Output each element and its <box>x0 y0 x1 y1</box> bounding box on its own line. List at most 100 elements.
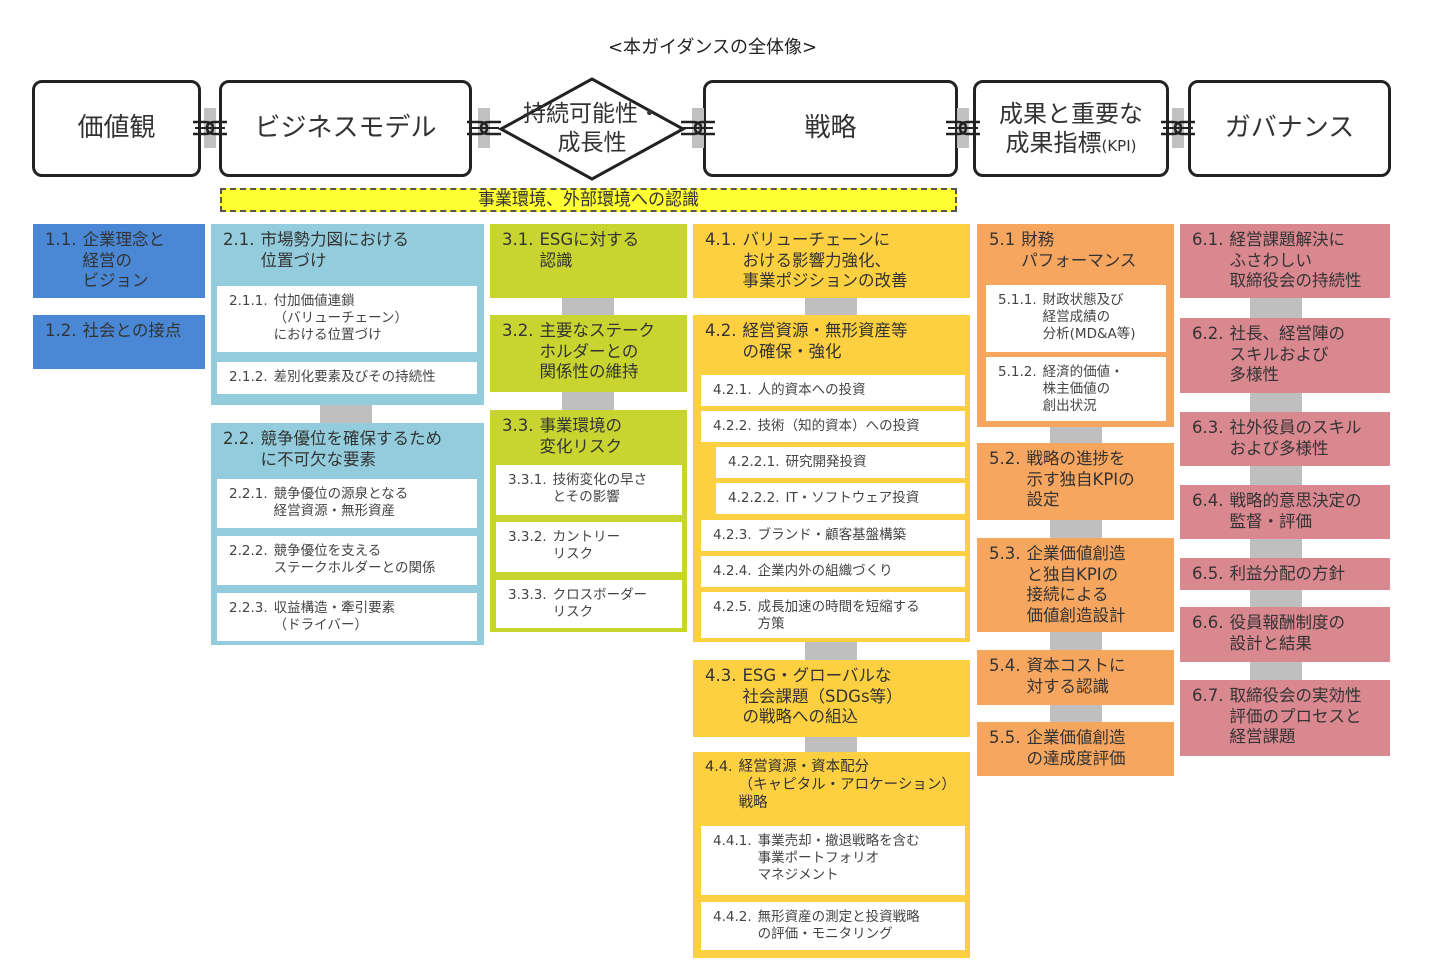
connector-bar <box>1050 632 1102 650</box>
connector-bar <box>805 642 857 660</box>
section-box-4-1: 4.1.バリューチェーンに おける影響力強化、 事業ポジションの改善 <box>693 224 970 298</box>
item-label: 経営資源・資本配分 （キャピタル・アロケーション） 戦略 <box>738 759 956 812</box>
subsection-box-5-1-1: 5.1.1.財政状態及び 経営成績の 分析(MD&A等) <box>986 285 1166 352</box>
header-business-model: ビジネスモデル <box>219 80 472 177</box>
subsection-box-3-3-1: 3.3.1. 技術変化の早さ とその影響 <box>496 465 682 515</box>
item-label: 企業理念と 経営の ビジョン <box>82 230 166 291</box>
section-box-6-1: 6.1.経営課題解決に ふさわしい 取締役会の持続性 <box>1180 224 1390 298</box>
header-strategy: 戦略 <box>703 80 958 177</box>
item-label: 企業内外の組織づくり <box>757 563 893 579</box>
section-box-6-2: 6.2.社長、経営陣の スキルおよび 多様性 <box>1180 318 1390 393</box>
subsection-box-2-1-1: 2.1.1.付加価値連鎖 （バリューチェーン） における位置づけ <box>217 286 477 352</box>
item-label: 戦略的意思決定の 監督・評価 <box>1229 491 1362 531</box>
item-label: 役員報酬制度の 設計と結果 <box>1229 613 1346 653</box>
section-box-5-5: 5.5. 企業価値創造 の達成度評価 <box>977 722 1174 776</box>
section-box-6-4: 6.4. 戦略的意思決定の 監督・評価 <box>1180 485 1390 539</box>
item-number: 1.2. <box>45 321 77 340</box>
subsection-box-4-2-2: 4.2.2.技術（知的資本）への投資 <box>701 411 965 442</box>
item-label: 人的資本への投資 <box>757 382 866 398</box>
item-number: 6.7. <box>1192 686 1224 705</box>
item-number: 4.2.2.2. <box>728 490 780 506</box>
item-number: 4.4.2. <box>713 909 752 925</box>
subsection-box-2-1-2: 2.1.2.差別化要素及びその持続性 <box>217 362 477 394</box>
connector-bar <box>562 392 614 410</box>
chain-link-icon <box>946 108 980 148</box>
item-label: 差別化要素及びその持続性 <box>273 369 436 385</box>
subsection-box-4-2-5: 4.2.5. 成長加速の時間を短縮する 方策 <box>701 592 965 638</box>
connector-bar <box>805 737 857 752</box>
item-number: 1.1. <box>45 230 77 249</box>
item-number: 3.3.2. <box>508 529 547 545</box>
section-box-3-2: 3.2.主要なステーク ホルダーとの 関係性の維持 <box>490 315 687 392</box>
section-box-6-6: 6.6.役員報酬制度の 設計と結果 <box>1180 607 1390 662</box>
item-label: ESG・グローバルな 社会課題（SDGs等） の戦略への組込 <box>742 666 903 727</box>
section-box-1-1: 1.1. 企業理念と 経営の ビジョン <box>33 224 205 298</box>
item-label: 成長加速の時間を短縮する 方策 <box>757 599 920 632</box>
header-sustainability: 持続可能性・成長性 <box>498 76 686 182</box>
item-label: 取締役会の実効性 評価のプロセスと 経営課題 <box>1229 686 1362 747</box>
subsection-box-3-3-3: 3.3.3.クロスボーダー リスク <box>496 580 682 628</box>
item-label: 研究開発投資 <box>785 454 867 470</box>
item-label: 無形資産の測定と投資戦略 の評価・モニタリング <box>757 909 920 942</box>
section-box-6-5: 6.5.利益分配の方針 <box>1180 558 1390 590</box>
connector-bar <box>1250 298 1302 318</box>
item-label: 経営資源・無形資産等 の確保・強化 <box>742 321 908 361</box>
subsection-box-3-3-2: 3.3.2.カントリー リスク <box>496 522 682 572</box>
item-number: 5.4. <box>989 656 1021 675</box>
chain-link-icon <box>193 108 227 148</box>
section-box-6-3: 6.3.社外役員のスキル および多様性 <box>1180 412 1390 466</box>
item-label: 経済的価値・ 株主価値の 創出状況 <box>1042 364 1124 414</box>
connector-bar <box>1250 539 1302 558</box>
item-label: 競争優位を確保するため に不可欠な要素 <box>260 429 443 469</box>
item-number: 6.4. <box>1192 491 1224 510</box>
connector-bar <box>562 298 614 315</box>
subsection-box-4-2-3: 4.2.3.ブランド・顧客基盤構築 <box>701 520 965 551</box>
item-number: 4.3. <box>705 666 737 685</box>
item-label: 事業売却・撤退戦略を含む 事業ポートフォリオ マネジメント <box>757 833 920 883</box>
connector-bar <box>1250 662 1302 680</box>
item-number: 5.5. <box>989 728 1021 747</box>
item-number: 3.2. <box>502 321 534 340</box>
connector-bar <box>320 405 372 423</box>
subsection-box-2-2-2: 2.2.2.競争優位を支える ステークホルダーとの関係 <box>217 536 477 585</box>
item-number: 5.1 <box>989 230 1016 249</box>
sustainability-line2: 成長性 <box>557 130 627 156</box>
item-number: 3.3. <box>502 416 534 435</box>
item-number: 2.2. <box>223 429 255 448</box>
sustainability-line1: 持続可能性・ <box>523 101 661 128</box>
item-label: 事業環境の 変化リスク <box>539 416 623 456</box>
item-number: 5.1.2. <box>998 364 1037 380</box>
item-number: 4.1. <box>705 230 737 249</box>
item-number: 6.5. <box>1192 564 1224 583</box>
header-governance: ガバナンス <box>1188 80 1391 177</box>
subsection-box-4-4-1: 4.4.1.事業売却・撤退戦略を含む 事業ポートフォリオ マネジメント <box>701 826 965 895</box>
item-number: 3.1. <box>502 230 534 249</box>
section-box-5-2: 5.2.戦略の進捗を 示す独自KPIの 設定 <box>977 443 1174 520</box>
item-label: 技術（知的資本）への投資 <box>757 418 920 434</box>
item-number: 6.3. <box>1192 418 1224 437</box>
item-number: 6.1. <box>1192 230 1224 249</box>
section-box-4-3: 4.3. ESG・グローバルな 社会課題（SDGs等） の戦略への組込 <box>693 660 970 737</box>
item-label: 競争優位を支える ステークホルダーとの関係 <box>273 543 436 576</box>
item-label: 技術変化の早さ とその影響 <box>552 472 648 505</box>
item-number: 4.2.4. <box>713 563 752 579</box>
connector-bar <box>1050 520 1102 538</box>
item-number: 3.3.1. <box>508 472 547 488</box>
subsection-box-4-2-1: 4.2.1.人的資本への投資 <box>701 375 965 406</box>
item-label: 市場勢力図における 位置づけ <box>260 230 410 270</box>
item-number: 4.2.2.1. <box>728 454 780 470</box>
item-label: 競争優位の源泉となる 経営資源・無形資産 <box>273 486 409 519</box>
item-number: 2.1. <box>223 230 255 249</box>
item-label: 戦略の進捗を 示す独自KPIの 設定 <box>1026 449 1135 510</box>
item-number: 6.2. <box>1192 324 1224 343</box>
connector-bar <box>1050 705 1102 722</box>
section-box-4-2: 4.2.経営資源・無形資産等 の確保・強化 <box>693 315 970 642</box>
connector-bar <box>1050 427 1102 443</box>
subsection-box-4-4-2: 4.4.2. 無形資産の測定と投資戦略 の評価・モニタリング <box>701 902 965 950</box>
item-number: 4.4. <box>705 759 733 775</box>
chain-link-icon <box>1161 108 1195 148</box>
item-number: 4.2.5. <box>713 599 752 615</box>
item-label: 企業価値創造 の達成度評価 <box>1026 728 1126 768</box>
item-number: 5.1.1. <box>998 292 1037 308</box>
subsection-box-4-2-2-2: 4.2.2.2.IT・ソフトウェア投資 <box>716 483 965 514</box>
